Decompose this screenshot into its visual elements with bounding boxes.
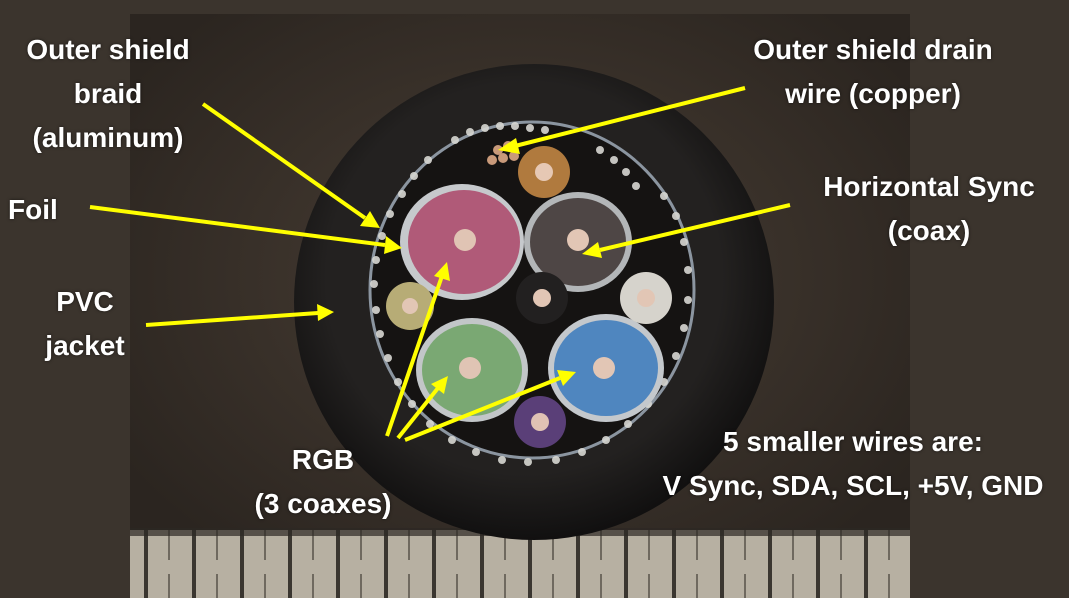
small-wire-orange: [518, 146, 570, 198]
arrow-drain: [514, 86, 746, 148]
red-coax: [400, 184, 524, 300]
arrow-foil-head: [384, 236, 402, 254]
blue-coax: [548, 314, 664, 422]
arrow-rgb-green: [396, 386, 440, 440]
arrow-pvc-head: [317, 304, 334, 321]
label-horizontal-sync: Horizontal Sync (coax): [823, 171, 1035, 246]
arrow-rgb-green-head: [431, 376, 448, 394]
ruler: [130, 530, 910, 598]
label-smaller-wires: 5 smaller wires are: V Sync, SDA, SCL, +…: [662, 426, 1044, 501]
label-foil: Foil: [8, 194, 58, 225]
green-coax: [416, 318, 528, 422]
arrow-drain-head: [498, 138, 520, 154]
arrow-hsync: [599, 203, 791, 252]
label-outer-shield-drain: Outer shield drain wire (copper): [753, 34, 993, 109]
label-rgb: RGB (3 coaxes): [254, 444, 392, 519]
label-outer-shield-braid: Outer shield braid (aluminum): [26, 34, 190, 153]
small-wire-black: [516, 272, 568, 324]
arrow-pvc: [145, 311, 319, 327]
arrow-braid: [201, 102, 367, 220]
hsync-coax: [524, 192, 632, 292]
arrow-rgb-blue-head: [557, 370, 576, 386]
arrow-rgb-red: [385, 275, 444, 437]
small-wire-white: [620, 272, 672, 324]
label-pvc-jacket: PVC jacket: [45, 286, 125, 361]
arrow-rgb-red-head: [434, 262, 450, 281]
arrow-rgb-blue: [404, 376, 561, 442]
small-wire-yellow: [386, 282, 434, 330]
shield-braid-strands: [370, 122, 692, 466]
small-wire-purple: [514, 396, 566, 448]
arrow-braid-head: [360, 211, 380, 228]
arrow-foil: [89, 205, 386, 247]
annotation-arrows: [89, 86, 791, 442]
arrow-hsync-head: [582, 242, 602, 258]
